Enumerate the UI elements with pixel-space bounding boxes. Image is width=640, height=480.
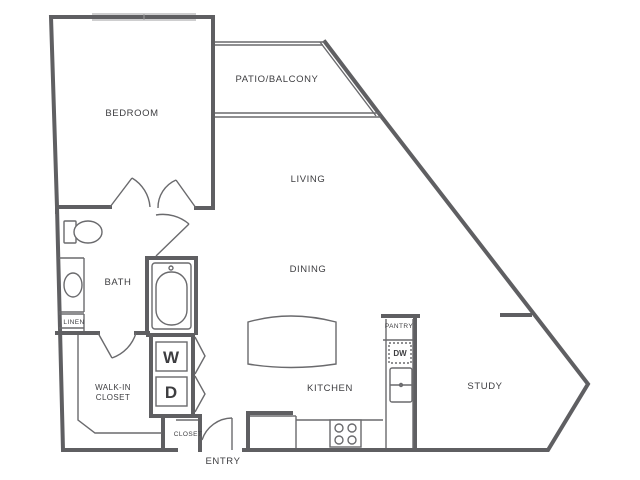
label-patio: PATIO/BALCONY <box>236 74 319 85</box>
wall-kitchen-counter <box>246 411 293 452</box>
door-entry-arc <box>201 417 233 441</box>
stove-icon <box>329 419 362 448</box>
kitchen-sink-icon <box>389 367 413 403</box>
fixtures <box>59 220 414 448</box>
kitchen-counter-right <box>383 319 414 448</box>
room-labels: PATIO/BALCONY BEDROOM LIVING DINING BATH… <box>63 74 502 467</box>
door-bedroom-right-arc <box>157 179 177 209</box>
door-bath-arc <box>155 213 190 225</box>
label-living: LIVING <box>291 174 326 185</box>
interior-walls <box>55 205 420 452</box>
bathtub-icon <box>151 262 192 330</box>
label-dishwasher: DW <box>393 349 407 358</box>
wall-tub-block <box>145 256 198 335</box>
label-linen: LINEN <box>63 319 84 326</box>
kitchen-island <box>247 315 337 369</box>
door-walkin-arc <box>111 332 137 359</box>
dryer-icon <box>155 376 188 407</box>
label-closet: CLOSET <box>174 431 202 438</box>
label-bedroom: BEDROOM <box>105 108 158 119</box>
washer-icon <box>155 341 188 372</box>
door-bedroom-right-leaf <box>175 179 197 209</box>
label-study: STUDY <box>467 381 502 392</box>
kitchen-counter-bottom <box>250 415 383 448</box>
label-walkin-2: CLOSET <box>96 393 130 402</box>
door-bedroom-left-arc <box>131 177 151 208</box>
label-washer: W <box>163 348 180 367</box>
wall-diagonal <box>322 39 591 452</box>
wall-entry-closet <box>172 414 202 452</box>
label-walkin-1: WALK-IN <box>95 383 131 392</box>
door-walkin-leaf <box>97 332 113 359</box>
door-laundry-bifold-bottom <box>194 375 206 413</box>
label-dining: DINING <box>290 264 327 275</box>
doors <box>97 177 233 450</box>
label-bath: BATH <box>104 277 131 288</box>
door-laundry-bifold-top <box>194 336 206 375</box>
label-dryer: D <box>165 383 177 402</box>
dishwasher-icon <box>388 342 412 364</box>
sink-icon <box>59 257 85 331</box>
walkin-shelf <box>77 335 162 434</box>
label-kitchen: KITCHEN <box>307 383 353 394</box>
label-pantry: PANTRY <box>385 323 413 330</box>
door-bath-leaf <box>155 223 190 257</box>
door-bedroom-left-leaf <box>109 177 133 208</box>
label-entry: ENTRY <box>205 456 240 467</box>
toilet-icon <box>63 220 103 244</box>
patio-diagonal-inner <box>319 41 377 117</box>
bedroom-window <box>92 13 196 21</box>
